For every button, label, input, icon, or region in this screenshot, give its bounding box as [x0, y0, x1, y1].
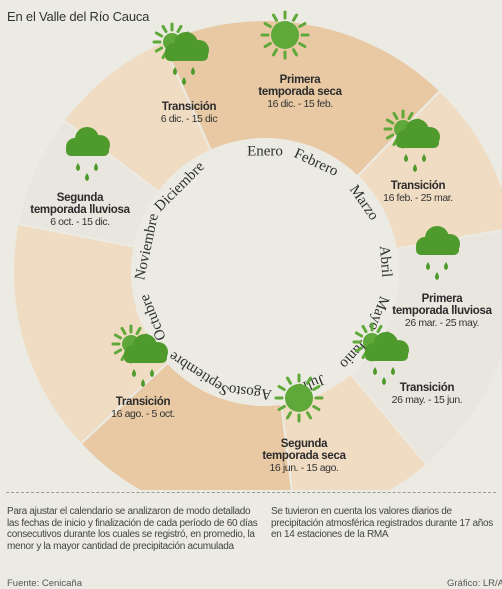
- segment-name: temporada seca: [262, 450, 346, 462]
- sector-dry: [161, 19, 442, 178]
- sun-cloud-rain-icon: [383, 109, 440, 172]
- month-label: Agosto: [228, 381, 273, 402]
- segment-name: Primera: [421, 293, 463, 305]
- sun-cloud-rain-icon: [152, 22, 209, 85]
- segment-dates: 16 dic. - 15 feb.: [267, 98, 333, 110]
- segment-dates: 16 jun. - 15 ago.: [269, 462, 339, 474]
- segment-name: temporada lluviosa: [392, 305, 492, 317]
- month-label: Abril: [376, 245, 395, 278]
- segment-name: Transición: [115, 396, 171, 408]
- segment-name: Transición: [399, 382, 455, 394]
- segment-name: Transición: [161, 101, 217, 113]
- sun-cloud-rain-icon: [111, 324, 168, 387]
- segment-dates: 16 feb. - 25 mar.: [383, 192, 453, 204]
- segment-dates: 26 may. - 15 jun.: [391, 394, 463, 406]
- season-sectors: [12, 19, 502, 490]
- sector-transition: [280, 372, 429, 490]
- sun-icon: [274, 373, 324, 423]
- rain-cloud-icon: [66, 127, 110, 181]
- segment-name: temporada seca: [258, 86, 342, 98]
- divider: [6, 492, 496, 493]
- sector-rainy: [349, 229, 502, 467]
- segment-dates: 26 mar. - 25 may.: [404, 317, 480, 329]
- segment-name: Segunda: [56, 192, 104, 204]
- segment-dates: 16 ago. - 5 oct.: [111, 408, 175, 420]
- sector-transition: [62, 40, 213, 194]
- weather-icons: [66, 10, 460, 423]
- credit-label: Gráfico: LR/AT: [447, 578, 502, 589]
- segment-name: Transición: [390, 180, 446, 192]
- source-label: Fuente: Cenicaña: [7, 578, 82, 589]
- month-label: Enero: [247, 143, 283, 159]
- segment-name: temporada lluviosa: [30, 204, 130, 216]
- page-title: En el Valle del Río Cauca: [7, 9, 150, 24]
- segment-name: Primera: [279, 74, 321, 86]
- sun-icon: [260, 10, 310, 60]
- segment-dates: 6 dic. - 15 dic: [160, 113, 218, 125]
- sun-cloud-rain-icon: [352, 322, 409, 385]
- method-note: Para ajustar el calendario se analizaron…: [7, 506, 258, 552]
- segment-dates: 6 oct. - 15 dic.: [50, 216, 110, 228]
- rain-cloud-icon: [416, 226, 460, 280]
- data-note: Se tuvieron en cuenta los valores diario…: [271, 506, 494, 540]
- segment-name: Segunda: [280, 438, 328, 450]
- sector-transition: [355, 89, 502, 251]
